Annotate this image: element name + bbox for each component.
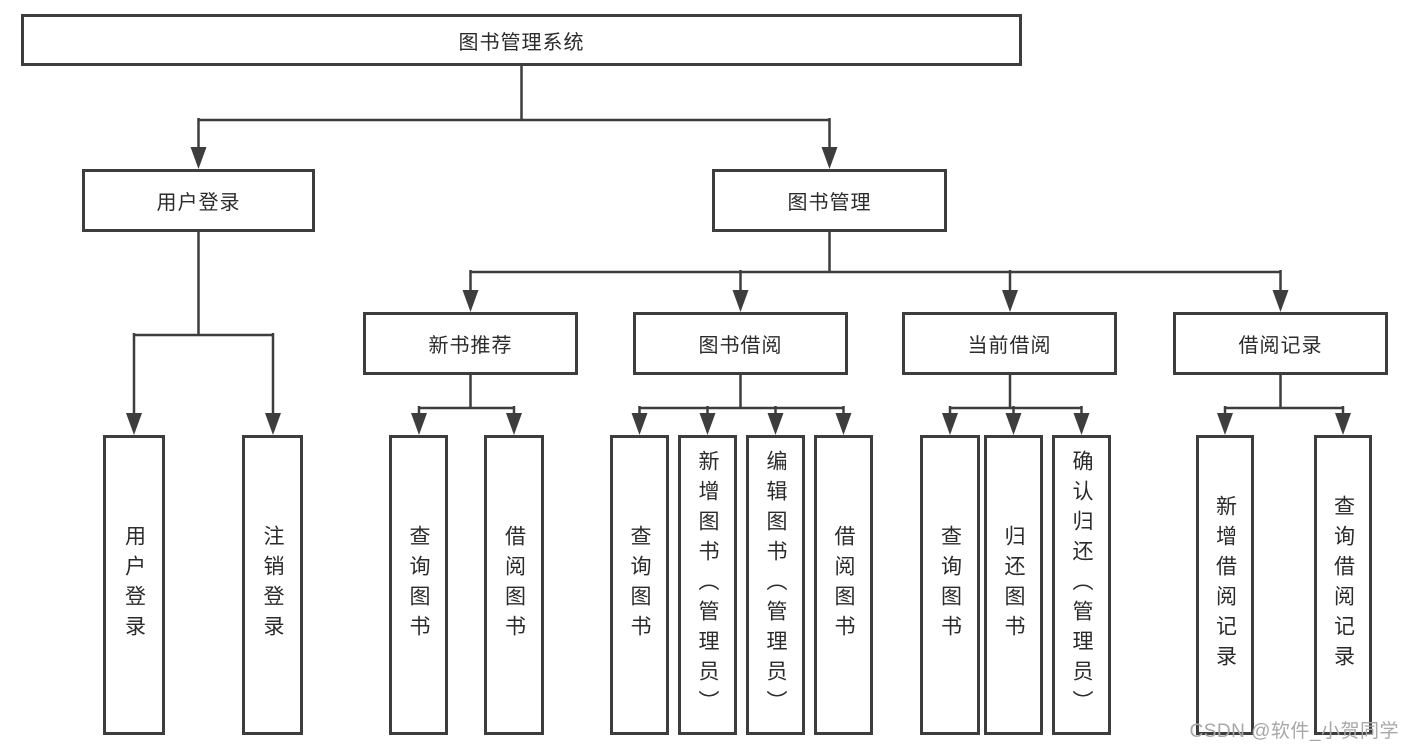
node-root: 图书管理系统 <box>21 14 1022 66</box>
leaf-add-book-admin: 新增图书（管理员） <box>678 435 737 735</box>
connector-current-borrow-group <box>942 375 1090 435</box>
leaf-edit-book-admin: 编辑图书（管理员） <box>746 435 805 735</box>
node-user-login-label: 用户登录 <box>156 192 241 214</box>
leaf-logout: 注销登录 <box>242 435 303 735</box>
connector-book-borrow-group <box>631 375 852 435</box>
node-book-management: 图书管理 <box>712 169 947 232</box>
leaf-query-books-borrow-label: 查询图书 <box>628 525 651 645</box>
node-borrow-records: 借阅记录 <box>1173 312 1388 375</box>
connector-borrow-records-group <box>1217 375 1351 435</box>
node-new-book-recommend-label: 新书推荐 <box>428 335 513 357</box>
leaf-query-books-recommend-label: 查询图书 <box>407 525 430 645</box>
leaf-edit-book-admin-label: 编辑图书（管理员） <box>764 450 787 720</box>
leaf-add-book-admin-label: 新增图书（管理员） <box>696 450 719 720</box>
leaf-query-borrow-record-label: 查询借阅记录 <box>1331 495 1355 675</box>
leaf-borrow-books: 借阅图书 <box>814 435 873 735</box>
node-book-management-label: 图书管理 <box>787 192 872 214</box>
leaf-borrow-books-recommend-label: 借阅图书 <box>502 525 526 645</box>
node-book-borrow: 图书借阅 <box>633 312 848 375</box>
node-book-borrow-label: 图书借阅 <box>698 335 783 357</box>
node-current-borrow-label: 当前借阅 <box>967 335 1052 357</box>
node-root-label: 图书管理系统 <box>458 31 585 54</box>
connector-book-management-to-level3 <box>462 232 1289 312</box>
leaf-return-book-label: 归还图书 <box>1002 525 1025 645</box>
leaf-query-books-borrow: 查询图书 <box>610 435 669 735</box>
node-user-login: 用户登录 <box>82 169 315 232</box>
leaf-query-books-current-label: 查询图书 <box>938 525 962 645</box>
connector-user-login-group <box>126 232 281 435</box>
node-new-book-recommend: 新书推荐 <box>363 312 578 375</box>
leaf-borrow-books-label: 借阅图书 <box>832 525 855 645</box>
leaf-logout-label: 注销登录 <box>261 525 284 645</box>
connector-new-book-recommend-group <box>411 375 522 435</box>
leaf-query-books-current: 查询图书 <box>920 435 980 735</box>
leaf-user-login: 用户登录 <box>103 435 165 735</box>
node-borrow-records-label: 借阅记录 <box>1238 335 1323 357</box>
leaf-confirm-return-admin-label: 确认归还（管理员） <box>1070 450 1093 720</box>
connector-root-to-level2 <box>190 66 838 169</box>
leaf-query-books-recommend: 查询图书 <box>389 435 448 735</box>
leaf-borrow-books-recommend: 借阅图书 <box>484 435 544 735</box>
leaf-add-borrow-record-label: 新增借阅记录 <box>1213 495 1237 675</box>
node-current-borrow: 当前借阅 <box>902 312 1117 375</box>
leaf-return-book: 归还图书 <box>984 435 1043 735</box>
csdn-watermark: CSDN @软件_小贺同学 <box>1189 721 1399 742</box>
leaf-add-borrow-record: 新增借阅记录 <box>1196 435 1254 735</box>
leaf-query-borrow-record: 查询借阅记录 <box>1314 435 1372 735</box>
leaf-confirm-return-admin: 确认归还（管理员） <box>1052 435 1111 735</box>
leaf-user-login-label: 用户登录 <box>122 525 146 645</box>
